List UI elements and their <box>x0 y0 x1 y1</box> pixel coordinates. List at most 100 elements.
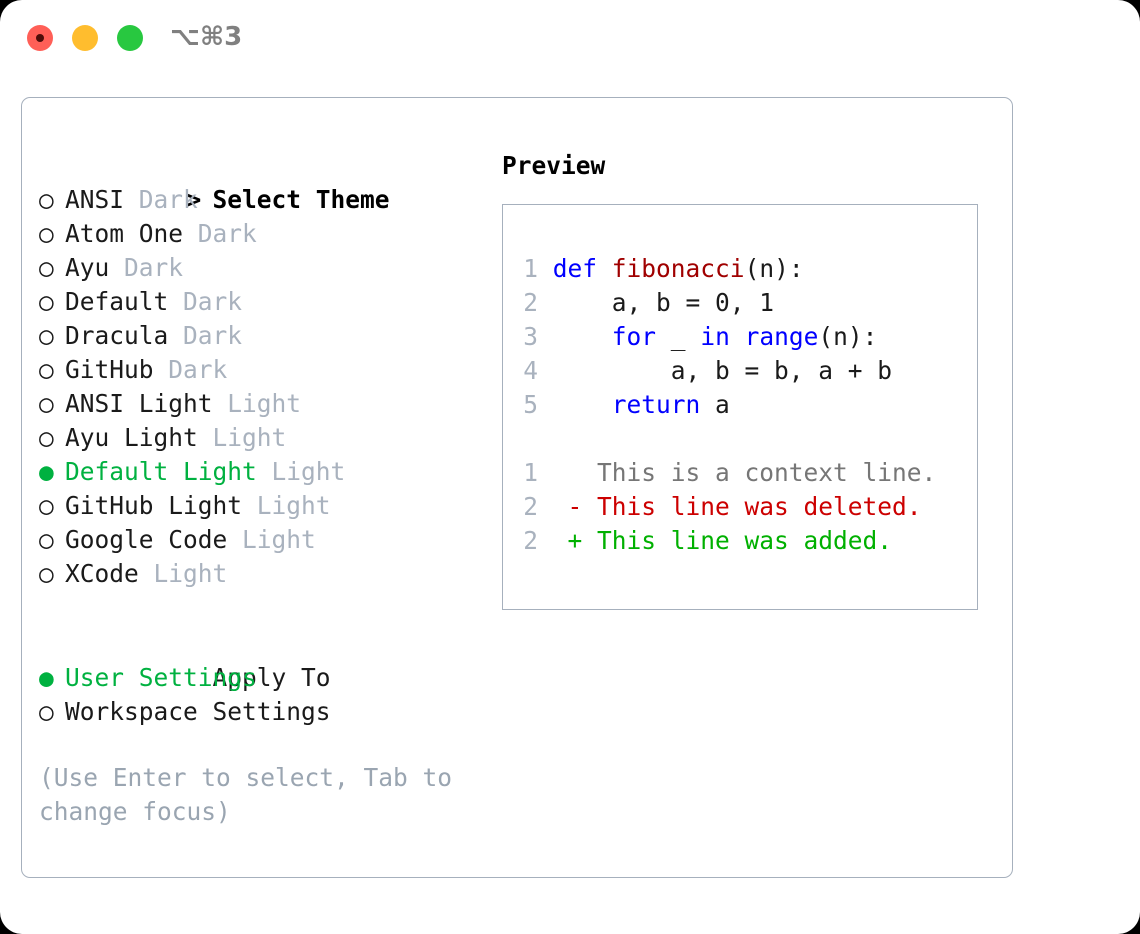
diff-line: 2 + This line was added. <box>511 524 971 558</box>
apply-to-label: Workspace Settings <box>65 697 331 726</box>
content-panel: >Select Theme ○ANSI Dark○Atom One Dark○A… <box>21 97 1013 878</box>
code-token <box>597 254 612 283</box>
radio-unselected-icon: ○ <box>39 253 54 282</box>
code-token: fibonacci <box>611 254 745 283</box>
apply-to-item[interactable]: ○ Workspace Settings <box>39 695 479 729</box>
code-token: (n): <box>818 322 878 351</box>
apply-to-header-label: Apply To <box>212 663 331 692</box>
select-theme-header-label: Select Theme <box>212 185 390 214</box>
theme-name-label: GitHub Light <box>65 491 243 520</box>
close-button-icon[interactable] <box>27 25 53 51</box>
code-line: 4 a, b = b, a + b <box>511 354 971 388</box>
code-line-number: 4 <box>523 356 538 385</box>
code-token: in <box>700 322 730 351</box>
code-token: def <box>552 254 598 283</box>
diff-sign: + <box>552 526 583 555</box>
radio-unselected-icon: ○ <box>39 423 54 452</box>
theme-name-label: Default <box>65 287 169 316</box>
theme-list-item[interactable]: ○ XCode Light <box>39 557 479 591</box>
radio-unselected-icon: ○ <box>39 219 54 248</box>
apply-to-list: ●User Settings○ Workspace Settings <box>39 661 479 729</box>
theme-name-label: ANSI Light <box>65 389 213 418</box>
code-token: (n): <box>744 254 804 283</box>
maximize-button-icon[interactable] <box>117 25 143 51</box>
apply-to-label: User Settings <box>65 663 257 692</box>
diff-line: 2 - This line was deleted. <box>511 490 971 524</box>
theme-name-label: Default Light <box>65 457 257 486</box>
theme-name-label: Google Code <box>65 525 228 554</box>
theme-variant-tag: Light <box>197 423 287 452</box>
help-text: (Use Enter to select, Tab to change focu… <box>39 763 467 826</box>
theme-name-label: Ayu <box>65 253 110 282</box>
radio-unselected-icon: ○ <box>39 389 54 418</box>
keyboard-shortcut-label: ⌥⌘3 <box>170 22 243 52</box>
section-spacer <box>39 591 479 627</box>
diff-line-number: 2 <box>523 492 538 521</box>
theme-variant-tag: Light <box>256 457 346 486</box>
theme-variant-tag: Light <box>227 525 316 554</box>
radio-unselected-icon: ○ <box>39 697 54 726</box>
theme-list-item[interactable]: ○ANSI Light Light <box>39 387 479 421</box>
code-token: _ <box>656 322 701 351</box>
theme-name-label: ANSI <box>65 185 125 214</box>
theme-list-item[interactable]: ○ Ayu Light Light <box>39 421 479 455</box>
theme-variant-tag: Dark <box>109 253 184 282</box>
theme-list-item[interactable]: ●Default Light Light <box>39 455 479 489</box>
diff-line-number: 1 <box>523 458 538 487</box>
apply-to-header: Apply To <box>39 627 479 692</box>
theme-list-item[interactable]: ○Atom One Dark <box>39 217 479 251</box>
theme-variant-tag: Dark <box>168 287 243 316</box>
minimize-button-icon[interactable] <box>72 25 98 51</box>
theme-list-item[interactable]: ○ ANSI Dark <box>39 183 479 217</box>
theme-list-item[interactable]: ○Dracula Dark <box>39 319 479 353</box>
code-token <box>730 322 745 351</box>
diff-text: This is a context line. <box>582 458 937 487</box>
code-token: range <box>744 322 819 351</box>
theme-list-item[interactable]: ○ Google Code Light <box>39 523 479 557</box>
theme-list-item[interactable]: ○ GitHub Light Light <box>39 489 479 523</box>
code-token: a, b = b, a + b <box>552 356 893 385</box>
theme-variant-tag: Dark <box>168 321 243 350</box>
preview-title: Preview <box>502 151 606 180</box>
radio-unselected-icon: ○ <box>39 525 54 554</box>
theme-name-label: XCode <box>65 559 139 588</box>
theme-list-item[interactable]: ○GitHub Dark <box>39 353 479 387</box>
theme-list: ○ANSI Dark○Atom One Dark○Ayu Dark○Defaul… <box>39 183 479 591</box>
code-line: 3 for _ in range(n): <box>511 320 971 354</box>
code-token: a <box>700 390 730 419</box>
code-token: for <box>611 322 657 351</box>
code-line: 5 return a <box>511 388 971 422</box>
theme-selector-column: >Select Theme ○ANSI Dark○Atom One Dark○A… <box>39 149 479 829</box>
theme-list-item[interactable]: ○ Ayu Dark <box>39 251 479 285</box>
code-line-number: 1 <box>523 254 538 283</box>
code-token: a, b = 0, 1 <box>552 288 775 317</box>
radio-unselected-icon: ○ <box>39 491 54 520</box>
theme-variant-tag: Light <box>242 491 331 520</box>
theme-list-item[interactable]: ○ Default Dark <box>39 285 479 319</box>
theme-name-label: Dracula <box>65 321 169 350</box>
radio-unselected-icon: ○ <box>39 185 54 214</box>
theme-name-label: Ayu Light <box>65 423 198 452</box>
apply-to-item[interactable]: ●User Settings <box>39 661 479 695</box>
focus-caret-icon: > <box>186 185 202 214</box>
diff-line-number: 2 <box>523 526 538 555</box>
code-token: return <box>611 390 701 419</box>
diff-text: This line was deleted. <box>582 492 922 521</box>
diff-line: 1 This is a context line. <box>511 456 971 490</box>
radio-unselected-icon: ○ <box>39 287 54 316</box>
radio-unselected-icon: ○ <box>39 559 54 588</box>
code-line: 1 def fibonacci(n): <box>511 252 971 286</box>
diff-sign: - <box>552 492 583 521</box>
theme-variant-tag: Light <box>138 559 228 588</box>
diff-sign <box>553 458 583 487</box>
code-line-number: 2 <box>523 288 538 317</box>
select-theme-header: > Select Theme <box>39 149 479 214</box>
radio-unselected-icon: ○ <box>39 355 54 384</box>
preview-column: Preview 1 def fibonacci(n):2 a, b = 0, 1… <box>502 149 997 610</box>
theme-variant-tag: Dark <box>153 355 228 384</box>
theme-variant-tag: Dark <box>124 185 198 214</box>
diff-text: This line was added. <box>582 526 893 555</box>
